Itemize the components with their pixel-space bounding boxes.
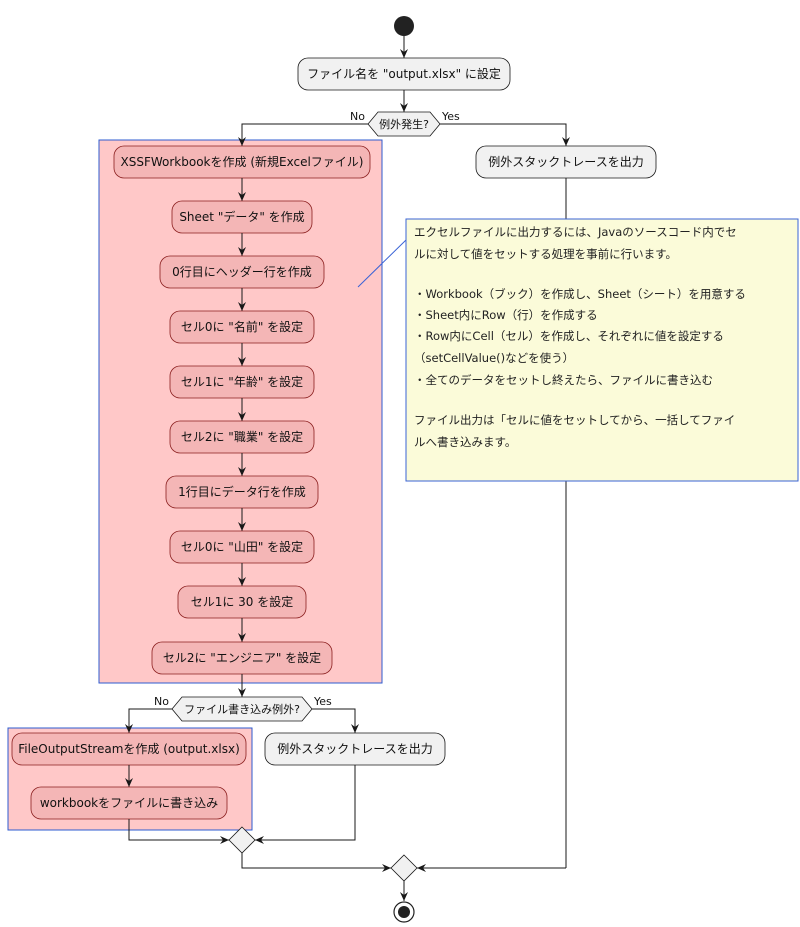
edge (128, 819, 229, 844)
note-line: ・Sheet内にRow（行）を作成する (414, 308, 598, 322)
start-node (394, 16, 414, 36)
print-trace-label-2: 例外スタックトレースを出力 (277, 742, 432, 756)
create-workbook-label: XSSFWorkbookを作成 (新規Excelファイル) (121, 154, 364, 169)
create-data-row-label: 1行目にデータ行を作成 (178, 484, 306, 499)
edge (440, 123, 570, 146)
edge (312, 708, 359, 733)
note-connector (357, 239, 407, 288)
write-workbook-label: workbookをファイルに書き込み (40, 796, 218, 810)
note-line: ・Row内にCell（セル）を作成し、それぞれに値を設定する (414, 329, 724, 343)
write-exception-decision-label: ファイル書き込み例外? (184, 702, 300, 716)
note-box (405, 218, 799, 482)
note-text: エクセルファイルに出力するには、Javaのソースコード内でセルに対して値をセット… (414, 225, 746, 449)
cell0-name-label: セル0に "名前" を設定 (181, 319, 303, 334)
cell2-job-label: セル2に "職業" を設定 (181, 429, 303, 444)
edge (241, 853, 391, 872)
decision1-yes-label: Yes (441, 110, 460, 123)
cell1-age-label: セル1に "年齢" を設定 (181, 374, 303, 389)
note-line: ・Workbook（ブック）を作成し、Sheet（シート）を用意する (414, 287, 746, 301)
cell0-yamada-label: セル0に "山田" を設定 (181, 539, 303, 554)
exception-decision-label: 例外発生? (379, 117, 429, 131)
set-filename-label: ファイル名を "output.xlsx" に設定 (307, 66, 501, 81)
note-line: （setCellValue()などを使う） (414, 351, 574, 365)
edge (238, 123, 368, 146)
edge (255, 765, 356, 844)
end-node-inner (398, 906, 410, 918)
note-line: エクセルファイルに出力するには、Javaのソースコード内でセ (414, 225, 737, 239)
decision1-no-label: No (350, 110, 365, 123)
note-line: ・全てのデータをセットし終えたら、ファイルに書き込む (414, 373, 713, 387)
note-line: ルへ書き込みます。 (414, 435, 516, 449)
print-trace-label-1: 例外スタックトレースを出力 (488, 155, 643, 169)
note-line: ルに対して値をセットする処理を事前に行います。 (414, 247, 677, 261)
note-line: ファイル出力は「セルに値をセットしてから、一括してファイ (414, 413, 735, 427)
create-header-row-label: 0行目にヘッダー行を作成 (172, 264, 312, 279)
merge-node-2 (390, 854, 418, 882)
create-sheet-label: Sheet "データ" を作成 (179, 209, 304, 224)
cell2-engineer-label: セル2に "エンジニア" を設定 (163, 650, 321, 665)
create-fos-label: FileOutputStreamを作成 (output.xlsx) (18, 742, 240, 756)
decision2-yes-label: Yes (313, 695, 332, 708)
cell1-30-label: セル1に 30 を設定 (191, 594, 294, 609)
decision2-no-label: No (154, 695, 169, 708)
edge (125, 708, 172, 733)
merge-node-1 (228, 826, 256, 854)
